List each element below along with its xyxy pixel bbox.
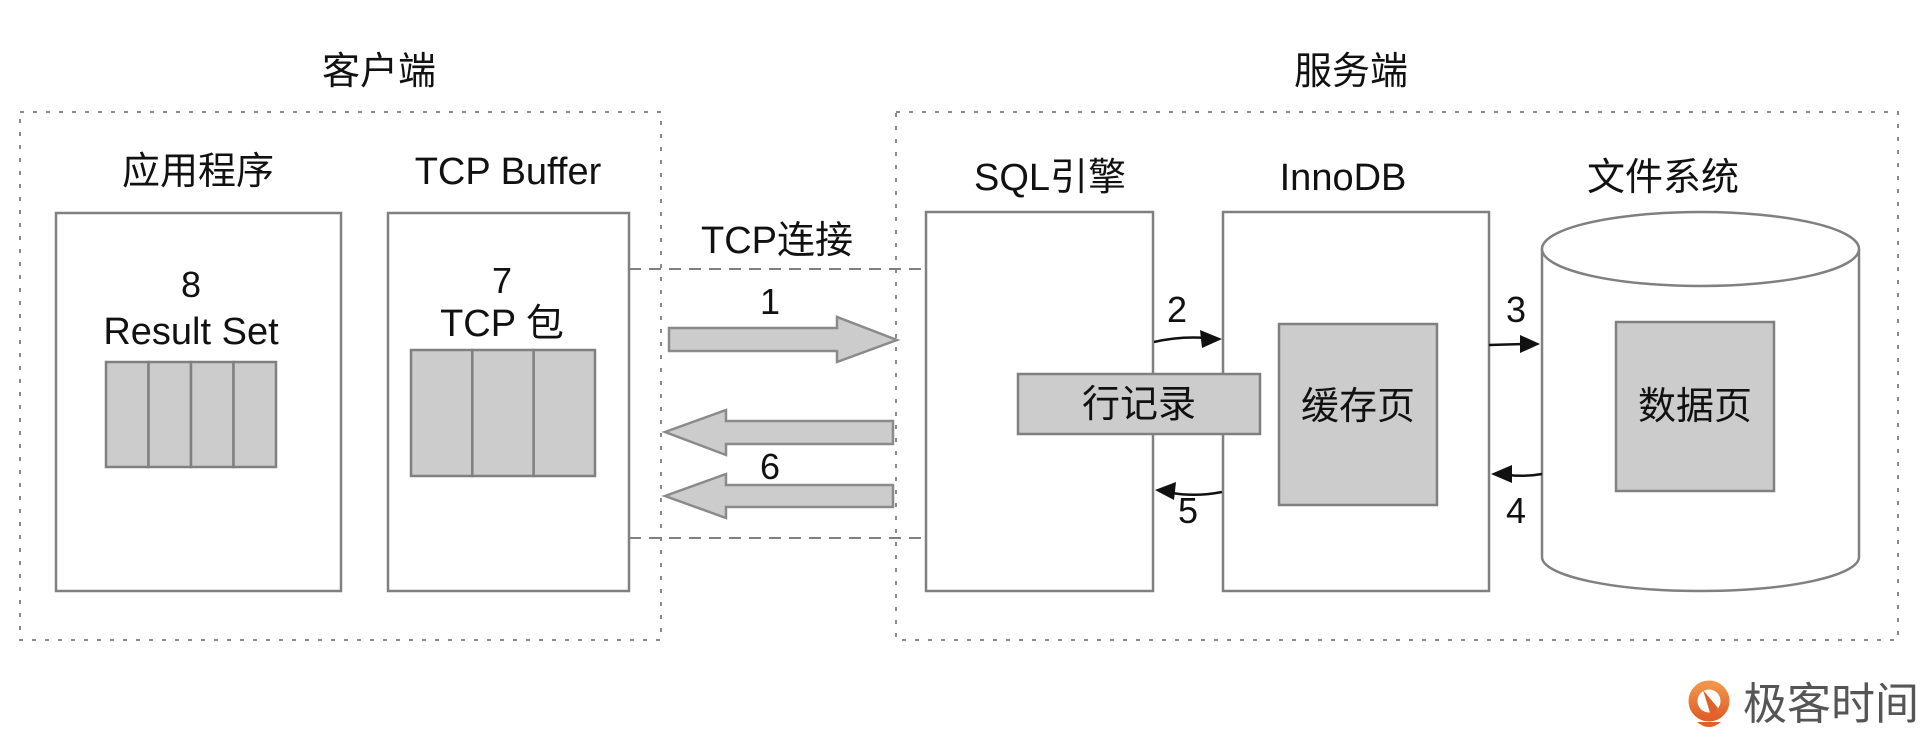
server-group-title: 服务端 xyxy=(1294,51,1408,93)
data-page-box xyxy=(1614,320,1776,493)
result-set-segment xyxy=(104,360,150,469)
response-step-label: 6 xyxy=(760,446,780,487)
step-5-label: 5 xyxy=(1178,490,1198,531)
cache-page-label: 缓存页 xyxy=(1301,386,1415,428)
data-page-label: 数据页 xyxy=(1638,386,1752,428)
file-system-title: 文件系统 xyxy=(1587,157,1739,199)
response-arrow-2-icon xyxy=(661,472,895,520)
result-set-label: Result Set xyxy=(103,311,279,353)
step-3-label: 3 xyxy=(1506,289,1526,330)
result-set-block xyxy=(104,360,278,469)
step-3-arrow-icon xyxy=(1488,335,1540,353)
request-arrow-icon xyxy=(667,315,901,364)
tcp-packet-label: TCP 包 xyxy=(440,303,564,345)
application-title: 应用程序 xyxy=(122,151,274,193)
server-group-border xyxy=(895,111,1899,641)
step-2-arrow-icon xyxy=(1153,330,1222,348)
step-4-label: 4 xyxy=(1506,490,1526,531)
tcp-connection-title: TCP连接 xyxy=(701,220,853,262)
cache-page-box xyxy=(1277,322,1439,507)
tcp-packet-segment xyxy=(532,348,597,478)
tcp-packet-block xyxy=(409,348,597,478)
sql-engine-title: SQL引擎 xyxy=(974,157,1126,199)
step-2-label: 2 xyxy=(1167,289,1187,330)
client-group-title: 客户端 xyxy=(322,51,436,93)
step-5-arrow-icon xyxy=(1155,482,1223,500)
tcp-packet-segment xyxy=(409,348,474,478)
request-step-label: 1 xyxy=(760,281,780,322)
row-record-label: 行记录 xyxy=(1082,384,1196,426)
application-step-label: 8 xyxy=(181,264,201,305)
innodb-title: InnoDB xyxy=(1280,157,1407,199)
result-set-segment xyxy=(232,360,278,469)
response-arrow-1-icon xyxy=(661,408,895,457)
result-set-segment xyxy=(189,360,235,469)
logo-text: 极客时间 xyxy=(1743,680,1919,729)
tcp-connection-label-bg xyxy=(662,232,895,268)
result-set-segment xyxy=(147,360,193,469)
step-4-arrow-icon xyxy=(1491,465,1543,483)
tcp-buffer-step-label: 7 xyxy=(492,260,512,301)
tcp-packet-segment xyxy=(471,348,535,478)
row-record-box xyxy=(1016,372,1262,436)
geektime-logo-icon xyxy=(1688,680,1730,727)
tcp-buffer-title: TCP Buffer xyxy=(415,151,602,193)
